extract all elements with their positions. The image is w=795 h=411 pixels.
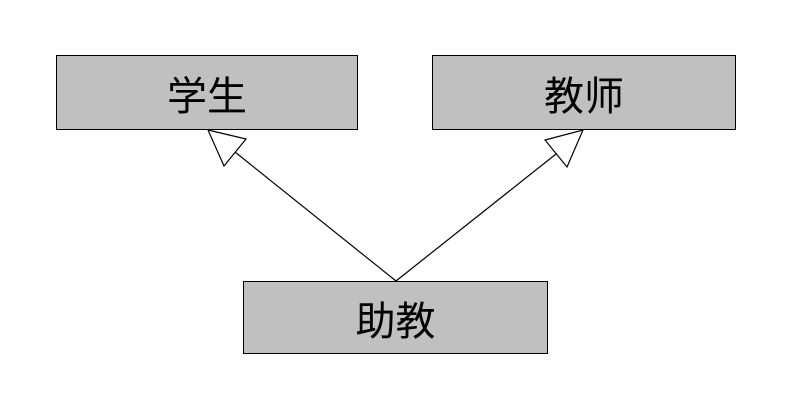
hollow-arrowhead-teacher xyxy=(543,129,585,169)
class-box-teacher: 教师 xyxy=(432,55,736,130)
hollow-arrowhead-student xyxy=(206,129,248,168)
edge-line-ta-student xyxy=(234,151,397,282)
edge-line-ta-teacher xyxy=(395,153,557,282)
class-box-student: 学生 xyxy=(56,55,358,130)
edge-ta-to-student xyxy=(206,129,397,282)
class-box-ta: 助教 xyxy=(243,281,548,354)
class-label-ta: 助教 xyxy=(355,298,436,345)
class-label-student: 学生 xyxy=(167,73,247,120)
edge-ta-to-teacher xyxy=(395,129,585,282)
class-label-teacher: 教师 xyxy=(544,73,624,120)
